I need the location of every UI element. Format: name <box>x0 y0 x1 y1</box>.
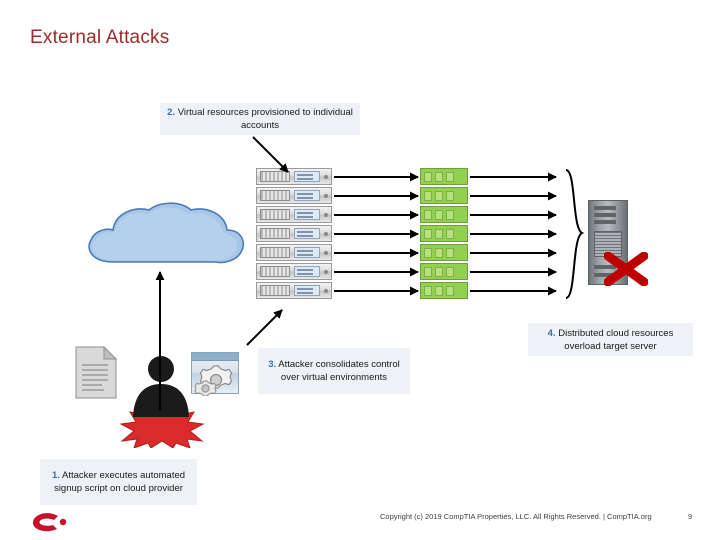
virtual-server-rack <box>256 168 332 303</box>
grouping-brace <box>565 169 585 299</box>
status-led-icon <box>324 288 328 293</box>
blade-unit <box>420 244 468 261</box>
page-title: External Attacks <box>30 27 170 48</box>
drive-bay-icon <box>260 190 290 201</box>
drive-bay-icon <box>260 285 290 296</box>
callout-step-4: 4. Distributed cloud resources overload … <box>528 323 693 356</box>
front-panel-icon <box>294 285 320 296</box>
drive-bay-icon <box>260 266 290 277</box>
callout-number: 1. <box>51 470 60 481</box>
drive-bay-icon <box>260 209 290 220</box>
comptia-logo <box>32 513 67 532</box>
callout-text: Attacker consolidates control over virtu… <box>276 359 400 383</box>
callout-text: Virtual resources provisioned to individ… <box>175 107 353 131</box>
callout-text: Distributed cloud resources overload tar… <box>555 327 674 352</box>
attacker-figure <box>133 356 189 417</box>
green-resource-blades <box>420 168 468 303</box>
front-panel-icon <box>294 228 320 239</box>
drive-bay-icon <box>260 171 290 182</box>
page-number: 9 <box>688 512 693 521</box>
front-panel-icon <box>294 171 320 182</box>
front-panel-icon <box>294 247 320 258</box>
callout-step-2: 2. Virtual resources provisioned to indi… <box>160 103 360 135</box>
footer-copyright: Copyright (c) 2019 CompTIA Properties, L… <box>380 512 652 521</box>
status-led-icon <box>324 231 328 236</box>
front-panel-icon <box>294 190 320 201</box>
callout-step-3: 3. Attacker consolidates control over vi… <box>258 348 410 394</box>
rack-unit <box>256 225 332 242</box>
status-led-icon <box>324 193 328 198</box>
callout-number: 3. <box>268 359 277 370</box>
rack-unit <box>256 282 332 299</box>
status-led-icon <box>324 269 328 274</box>
rack-unit <box>256 244 332 261</box>
drive-bay-icon <box>260 247 290 258</box>
blade-unit <box>420 263 468 280</box>
red-x-mark <box>604 252 648 286</box>
blade-unit <box>420 225 468 242</box>
blade-unit <box>420 282 468 299</box>
console-title-bar <box>192 353 238 361</box>
drive-bay-icon <box>260 228 290 239</box>
rack-unit <box>256 206 332 223</box>
cloud-shape <box>88 202 245 264</box>
blade-unit <box>420 206 468 223</box>
callout-number: 2. <box>167 107 176 118</box>
gear-icon <box>194 365 233 397</box>
rack-unit <box>256 263 332 280</box>
automation-script-document <box>75 345 118 399</box>
rack-unit <box>256 168 332 185</box>
front-panel-icon <box>294 209 320 220</box>
rack-unit <box>256 187 332 204</box>
callout-step-1: 1. Attacker executes automated signup sc… <box>40 459 197 505</box>
impact-burst <box>119 398 205 448</box>
status-led-icon <box>324 212 328 217</box>
status-led-icon <box>324 174 328 179</box>
target-tower-server <box>588 200 628 285</box>
blade-unit <box>420 187 468 204</box>
callout-text: Attacker executes automated signup scrip… <box>54 470 186 494</box>
blade-unit <box>420 168 468 185</box>
front-panel-icon <box>294 266 320 277</box>
control-console <box>191 352 239 397</box>
callout-number: 4. <box>547 327 556 339</box>
status-led-icon <box>324 250 328 255</box>
